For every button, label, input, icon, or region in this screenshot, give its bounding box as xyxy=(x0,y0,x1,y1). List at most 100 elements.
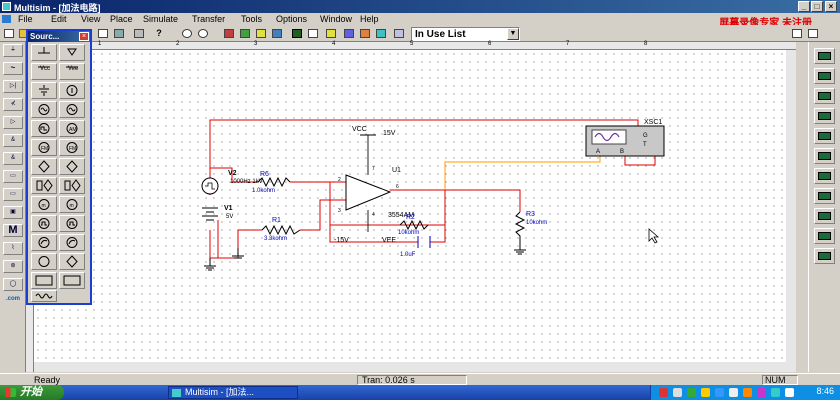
cmos-button[interactable]: & xyxy=(3,152,23,165)
function-generator-icon[interactable] xyxy=(814,68,835,84)
menu-help[interactable]: Help xyxy=(360,14,379,24)
menu-view[interactable]: View xyxy=(81,14,101,24)
ladder-button[interactable]: ◯ xyxy=(3,278,23,291)
maximize-button[interactable]: □ xyxy=(811,1,823,12)
close-button[interactable]: × xyxy=(825,1,837,12)
tray-app-icon[interactable] xyxy=(687,388,696,397)
logic-analyzer-icon[interactable] xyxy=(814,208,835,224)
ttl-button[interactable]: & xyxy=(3,134,23,147)
misc-button[interactable]: M xyxy=(3,224,23,237)
wizard-icon[interactable] xyxy=(254,27,268,40)
misc-digital-button[interactable]: ▭ xyxy=(3,170,23,183)
ground-button[interactable] xyxy=(31,44,57,61)
sources-button[interactable]: ⏚ xyxy=(3,44,23,57)
tray-app-icon[interactable] xyxy=(701,388,710,397)
ac-voltage-button[interactable] xyxy=(31,101,57,118)
clock-source-button[interactable] xyxy=(31,120,57,137)
transfer-icon[interactable] xyxy=(358,27,372,40)
word-generator-icon[interactable] xyxy=(814,188,835,204)
new-file-icon[interactable] xyxy=(2,27,16,40)
analog-button[interactable]: ▷ xyxy=(3,116,23,129)
zoom-in-icon[interactable] xyxy=(180,27,194,40)
print-icon[interactable] xyxy=(132,27,146,40)
taskbar-item-multisim[interactable]: Multisim - [加法... xyxy=(168,386,298,399)
diodes-button[interactable]: ▷| xyxy=(3,80,23,93)
ac-current-button[interactable] xyxy=(59,101,85,118)
analysis-icon[interactable] xyxy=(324,27,338,40)
menu-place[interactable]: Place xyxy=(110,14,133,24)
sources-palette[interactable]: Sourc... × Vcc Vee AM FM FM m m xyxy=(26,29,92,305)
close-icon[interactable]: × xyxy=(79,32,89,41)
indicators-button[interactable]: ▣ xyxy=(3,206,23,219)
postprocessor-icon[interactable] xyxy=(270,27,284,40)
controlled-current-button[interactable] xyxy=(59,158,85,175)
menu-file[interactable]: File xyxy=(18,14,33,24)
bode-plotter-icon[interactable] xyxy=(814,148,835,164)
menu-window[interactable]: Window xyxy=(320,14,353,24)
vcvs-button[interactable] xyxy=(31,177,57,194)
run-switch-icon[interactable] xyxy=(790,27,804,40)
menu-transfer[interactable]: Transfer xyxy=(192,14,226,24)
fm-current-button[interactable]: FM xyxy=(59,139,85,156)
four-channel-scope-icon[interactable] xyxy=(814,128,835,144)
vertical-scrollbar[interactable] xyxy=(786,50,796,372)
oscilloscope-icon[interactable] xyxy=(814,108,835,124)
electromechanical-button[interactable]: ⊛ xyxy=(3,260,23,273)
mixed-button[interactable]: ▭ xyxy=(3,188,23,201)
ultiboard-icon[interactable] xyxy=(392,27,406,40)
wattmeter-icon[interactable] xyxy=(814,88,835,104)
waveform-source-button[interactable] xyxy=(31,290,57,302)
pulse-voltage-button[interactable] xyxy=(31,215,57,232)
database-icon[interactable] xyxy=(222,27,236,40)
polynomial-source-button[interactable] xyxy=(59,253,85,270)
schematic-sheet[interactable] xyxy=(34,50,796,372)
exp-voltage-button[interactable] xyxy=(31,234,57,251)
vcc-button[interactable]: Vcc xyxy=(31,63,57,80)
logic-converter-icon[interactable] xyxy=(814,228,835,244)
menu-tools[interactable]: Tools xyxy=(241,14,263,24)
basic-button[interactable]: ⏦ xyxy=(3,62,23,75)
iv-analyzer-icon[interactable] xyxy=(814,248,835,264)
am-source-button[interactable]: AM xyxy=(59,120,85,137)
exp-current-button[interactable] xyxy=(59,234,85,251)
multimeter-icon[interactable] xyxy=(814,48,835,64)
volume-icon[interactable] xyxy=(785,388,794,397)
nonlinear-source-button[interactable] xyxy=(59,272,85,289)
bom-icon[interactable] xyxy=(306,27,320,40)
tray-app-icon[interactable] xyxy=(729,388,738,397)
tray-app-icon[interactable] xyxy=(757,388,766,397)
page-icon[interactable] xyxy=(96,27,110,40)
grid-icon[interactable] xyxy=(112,27,126,40)
transistors-button[interactable]: ⊀ xyxy=(3,98,23,111)
switch-source-button[interactable] xyxy=(31,272,57,289)
rf-button[interactable]: ⌇ xyxy=(3,242,23,255)
noise-source-button[interactable] xyxy=(31,253,57,270)
chevron-down-icon[interactable]: ▼ xyxy=(507,28,519,40)
ground-triangle-button[interactable] xyxy=(59,44,85,61)
tray-app-icon[interactable] xyxy=(771,388,780,397)
fm-voltage-button[interactable]: FM xyxy=(31,139,57,156)
vccs-button[interactable] xyxy=(59,177,85,194)
pause-switch-icon[interactable] xyxy=(806,27,820,40)
zoom-out-icon[interactable] xyxy=(196,27,210,40)
menu-edit[interactable]: Edit xyxy=(51,14,67,24)
palette-title[interactable]: Sourc... xyxy=(28,31,90,42)
pulse-current-button[interactable] xyxy=(59,215,85,232)
tray-app-icon[interactable] xyxy=(743,388,752,397)
in-use-list-dropdown[interactable]: In Use List ▼ xyxy=(411,27,520,41)
dc-current-button[interactable] xyxy=(59,82,85,99)
tray-app-icon[interactable] xyxy=(659,388,668,397)
back-annotate-icon[interactable] xyxy=(374,27,388,40)
pwl-voltage-button[interactable]: m xyxy=(31,196,57,213)
help-icon[interactable]: ? xyxy=(156,28,162,38)
tray-app-icon[interactable] xyxy=(673,388,682,397)
menu-options[interactable]: Options xyxy=(276,14,308,24)
menu-simulate[interactable]: Simulate xyxy=(143,14,179,24)
minimize-button[interactable]: _ xyxy=(798,1,810,12)
controlled-voltage-button[interactable] xyxy=(31,158,57,175)
dc-power-button[interactable] xyxy=(31,82,57,99)
start-button[interactable]: 开始 xyxy=(0,385,64,400)
electrical-rules-icon[interactable] xyxy=(342,27,356,40)
tray-app-icon[interactable] xyxy=(715,388,724,397)
pwl-current-button[interactable]: m xyxy=(59,196,85,213)
